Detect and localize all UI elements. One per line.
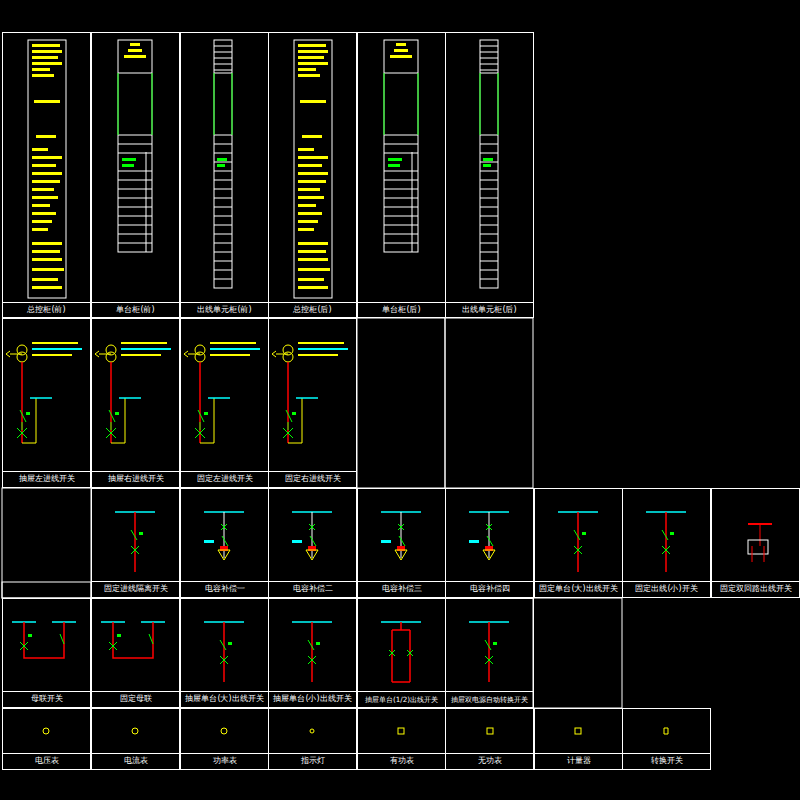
cell-label: 总控柜(前) (26, 306, 66, 315)
label-strip: 功率表 (181, 753, 268, 769)
cell-label: 计量器 (566, 757, 592, 766)
symbol-cell: 固定出线(小)开关 (622, 488, 711, 598)
symbol-cell: 单台柜(前) (91, 32, 180, 318)
cell-label: 单台柜(后) (381, 306, 421, 315)
cell-label: 固定左进线开关 (196, 475, 254, 484)
label-strip: 固定进线隔离开关 (92, 581, 179, 597)
label-strip: 无功表 (446, 753, 533, 769)
cell-label: 转换开关 (650, 757, 684, 766)
label-strip: 固定出线(小)开关 (623, 581, 710, 597)
label-strip: 单台柜(前) (92, 302, 179, 317)
label-strip: 固定母联 (92, 691, 179, 707)
symbol-cell: 固定单台(大)出线开关 (534, 488, 623, 598)
cell-label: 抽屉右进线开关 (107, 475, 165, 484)
symbol-cell: 抽屉双电源自动转换开关 (445, 598, 534, 708)
label-strip: 抽屉单台(大)出线开关 (181, 691, 268, 707)
cell-label: 抽屉左进线开关 (18, 475, 76, 484)
label-strip: 电容补偿三 (358, 581, 445, 597)
label-strip: 抽屉双电源自动转换开关 (446, 691, 533, 707)
symbol-cell: 抽屉单台(小)出线开关 (268, 598, 357, 708)
label-strip: 总控柜(后) (269, 302, 356, 317)
label-strip: 抽屉单台(1/2)出线开关 (358, 691, 445, 707)
label-strip: 抽屉左进线开关 (3, 471, 90, 487)
symbol-cell: 固定母联 (91, 598, 180, 708)
label-strip: 母联开关 (3, 691, 90, 707)
label-strip: 转换开关 (623, 753, 710, 769)
symbol-cell: 有功表 (357, 708, 446, 770)
label-strip: 出线单元柜(前) (181, 302, 268, 317)
cell-label: 电流表 (123, 757, 149, 766)
cell-label: 抽屉单台(小)出线开关 (272, 695, 352, 704)
symbol-cell: 计量器 (534, 708, 623, 770)
symbol-cell: 电流表 (91, 708, 180, 770)
symbol-cell: 抽屉单台(1/2)出线开关 (357, 598, 446, 708)
symbol-cell: 总控柜(后) (268, 32, 357, 318)
cell-label: 功率表 (212, 757, 238, 766)
symbol-cell: 总控柜(前) (2, 32, 91, 318)
symbol-cell: 出线单元柜(后) (445, 32, 534, 318)
symbol-cell: 抽屉单台(大)出线开关 (180, 598, 269, 708)
symbol-cell: 无功表 (445, 708, 534, 770)
label-strip: 出线单元柜(后) (446, 302, 533, 317)
label-strip: 单台柜(后) (358, 302, 445, 317)
symbol-cell: 固定右进线开关 (268, 318, 357, 488)
symbol-cell: 电容补偿二 (268, 488, 357, 598)
symbol-cell: 固定进线隔离开关 (91, 488, 180, 598)
cell-label: 指示灯 (300, 757, 326, 766)
cell-label: 固定单台(大)出线开关 (538, 585, 618, 594)
cell-label: 固定进线隔离开关 (103, 585, 169, 594)
cell-label: 固定双回路出线开关 (719, 585, 793, 594)
label-strip: 电流表 (92, 753, 179, 769)
symbol-cell: 母联开关 (2, 598, 91, 708)
label-strip: 指示灯 (269, 753, 356, 769)
cell-label: 抽屉双电源自动转换开关 (450, 696, 529, 704)
symbol-cell: 指示灯 (268, 708, 357, 770)
symbol-cell: 电压表 (2, 708, 91, 770)
label-strip: 固定右进线开关 (269, 471, 356, 487)
symbol-cell: 抽屉右进线开关 (91, 318, 180, 488)
cell-label: 电容补偿二 (292, 585, 334, 594)
label-strip: 总控柜(前) (3, 302, 90, 317)
symbol-cell: 固定双回路出线开关 (711, 488, 800, 598)
cell-label: 电容补偿四 (469, 585, 511, 594)
label-strip: 抽屉右进线开关 (92, 471, 179, 487)
label-strip: 有功表 (358, 753, 445, 769)
label-strip: 电容补偿四 (446, 581, 533, 597)
symbol-cell: 固定左进线开关 (180, 318, 269, 488)
symbol-cell: 电容补偿四 (445, 488, 534, 598)
symbol-cell: 电容补偿三 (357, 488, 446, 598)
symbol-cell: 抽屉左进线开关 (2, 318, 91, 488)
label-strip: 固定双回路出线开关 (712, 581, 799, 597)
label-strip: 抽屉单台(小)出线开关 (269, 691, 356, 707)
label-strip: 固定单台(大)出线开关 (535, 581, 622, 597)
cell-label: 母联开关 (30, 695, 64, 704)
cell-label: 电容补偿一 (204, 585, 246, 594)
cell-label: 固定右进线开关 (284, 475, 342, 484)
symbol-cell: 单台柜(后) (357, 32, 446, 318)
label-strip: 固定左进线开关 (181, 471, 268, 487)
cell-label: 总控柜(后) (292, 306, 332, 315)
cell-label: 无功表 (477, 757, 503, 766)
symbol-cell: 出线单元柜(前) (180, 32, 269, 318)
cell-label: 电压表 (34, 757, 60, 766)
label-strip: 计量器 (535, 753, 622, 769)
symbol-cell: 功率表 (180, 708, 269, 770)
label-strip: 电容补偿一 (181, 581, 268, 597)
cell-label: 出线单元柜(后) (461, 306, 517, 315)
cell-label: 单台柜(前) (115, 306, 155, 315)
label-strip: 电压表 (3, 753, 90, 769)
cell-label: 抽屉单台(1/2)出线开关 (364, 696, 439, 704)
cell-label: 固定母联 (119, 695, 153, 704)
cell-label: 固定出线(小)开关 (634, 585, 698, 594)
symbol-cell: 电容补偿一 (180, 488, 269, 598)
cell-label: 有功表 (389, 757, 415, 766)
symbol-cell: 转换开关 (622, 708, 711, 770)
cell-label: 抽屉单台(大)出线开关 (184, 695, 264, 704)
cell-label: 出线单元柜(前) (196, 306, 252, 315)
cell-label: 电容补偿三 (381, 585, 423, 594)
label-strip: 电容补偿二 (269, 581, 356, 597)
